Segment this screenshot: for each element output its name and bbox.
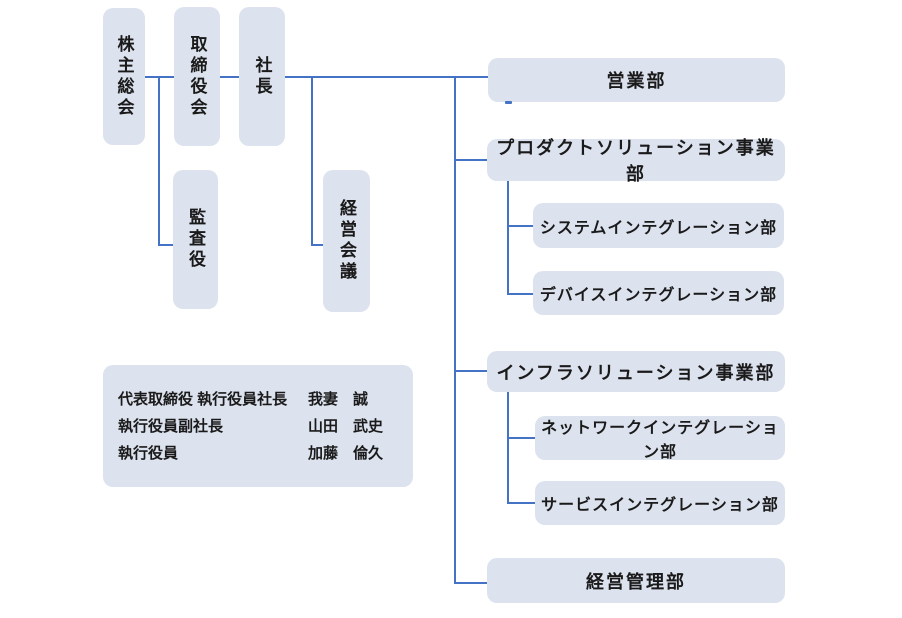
box-management-council: 経営会議 <box>323 170 370 312</box>
connector-auditor-elbow <box>158 244 174 246</box>
executive-row: 執行役員副社長 山田 武史 <box>118 419 413 434</box>
connector-council-elbow <box>311 244 324 246</box>
box-infra-solution-division: インフラソリューション事業部 <box>487 351 785 392</box>
executives-panel: 代表取締役 執行役員社長 我妻 誠 執行役員副社長 山田 武史 執行役員 加藤 … <box>103 365 413 487</box>
connector-trunk-vertical <box>454 76 456 584</box>
connector-branch-corporate-management <box>454 582 488 584</box>
executive-row: 執行役員 加藤 倫久 <box>118 446 413 461</box>
connector-branch-service-integration <box>507 502 536 504</box>
connector-branch-infra-solution <box>454 370 488 372</box>
executive-title: 執行役員 <box>118 444 179 462</box>
executive-row: 代表取締役 執行役員社長 我妻 誠 <box>118 392 413 407</box>
connector-subtrunk-product <box>507 181 509 295</box>
box-shareholders-meeting: 株主総会 <box>103 8 145 145</box>
connector-branch-network-integration <box>507 437 536 439</box>
box-product-solution-division: プロダクトソリューション事業部 <box>487 138 785 184</box>
executive-name: 我妻 誠 <box>308 390 369 408</box>
stray-mark <box>505 101 512 104</box>
executive-title: 代表取締役 執行役員社長 <box>118 390 288 408</box>
box-network-integration-dept: ネットワークインテグレーション部 <box>535 416 785 461</box>
connector-subtrunk-infra <box>507 392 509 504</box>
box-service-integration-dept: サービスインテグレーション部 <box>535 481 785 525</box>
connector-branch-device-integration <box>507 293 534 295</box>
box-board-of-directors: 取締役会 <box>174 7 220 146</box>
box-system-integration-dept: システムインテグレーション部 <box>533 203 784 248</box>
connector-branch-system-integration <box>507 225 534 227</box>
box-device-integration-dept: デバイスインテグレーション部 <box>533 271 784 315</box>
box-sales-dept: 営業部 <box>488 58 785 102</box>
connector-auditor-vertical <box>158 76 160 246</box>
box-corporate-management-dept: 経営管理部 <box>487 558 785 603</box>
box-president: 社長 <box>239 7 285 146</box>
connector-council-vertical <box>311 76 313 246</box>
executive-name: 山田 武史 <box>308 417 384 435</box>
executive-name: 加藤 倫久 <box>308 444 384 462</box>
connector-main-horizontal <box>145 76 488 78</box>
box-auditor: 監査役 <box>173 170 218 309</box>
connector-branch-product-solution <box>454 159 488 161</box>
executive-title: 執行役員副社長 <box>118 417 224 435</box>
